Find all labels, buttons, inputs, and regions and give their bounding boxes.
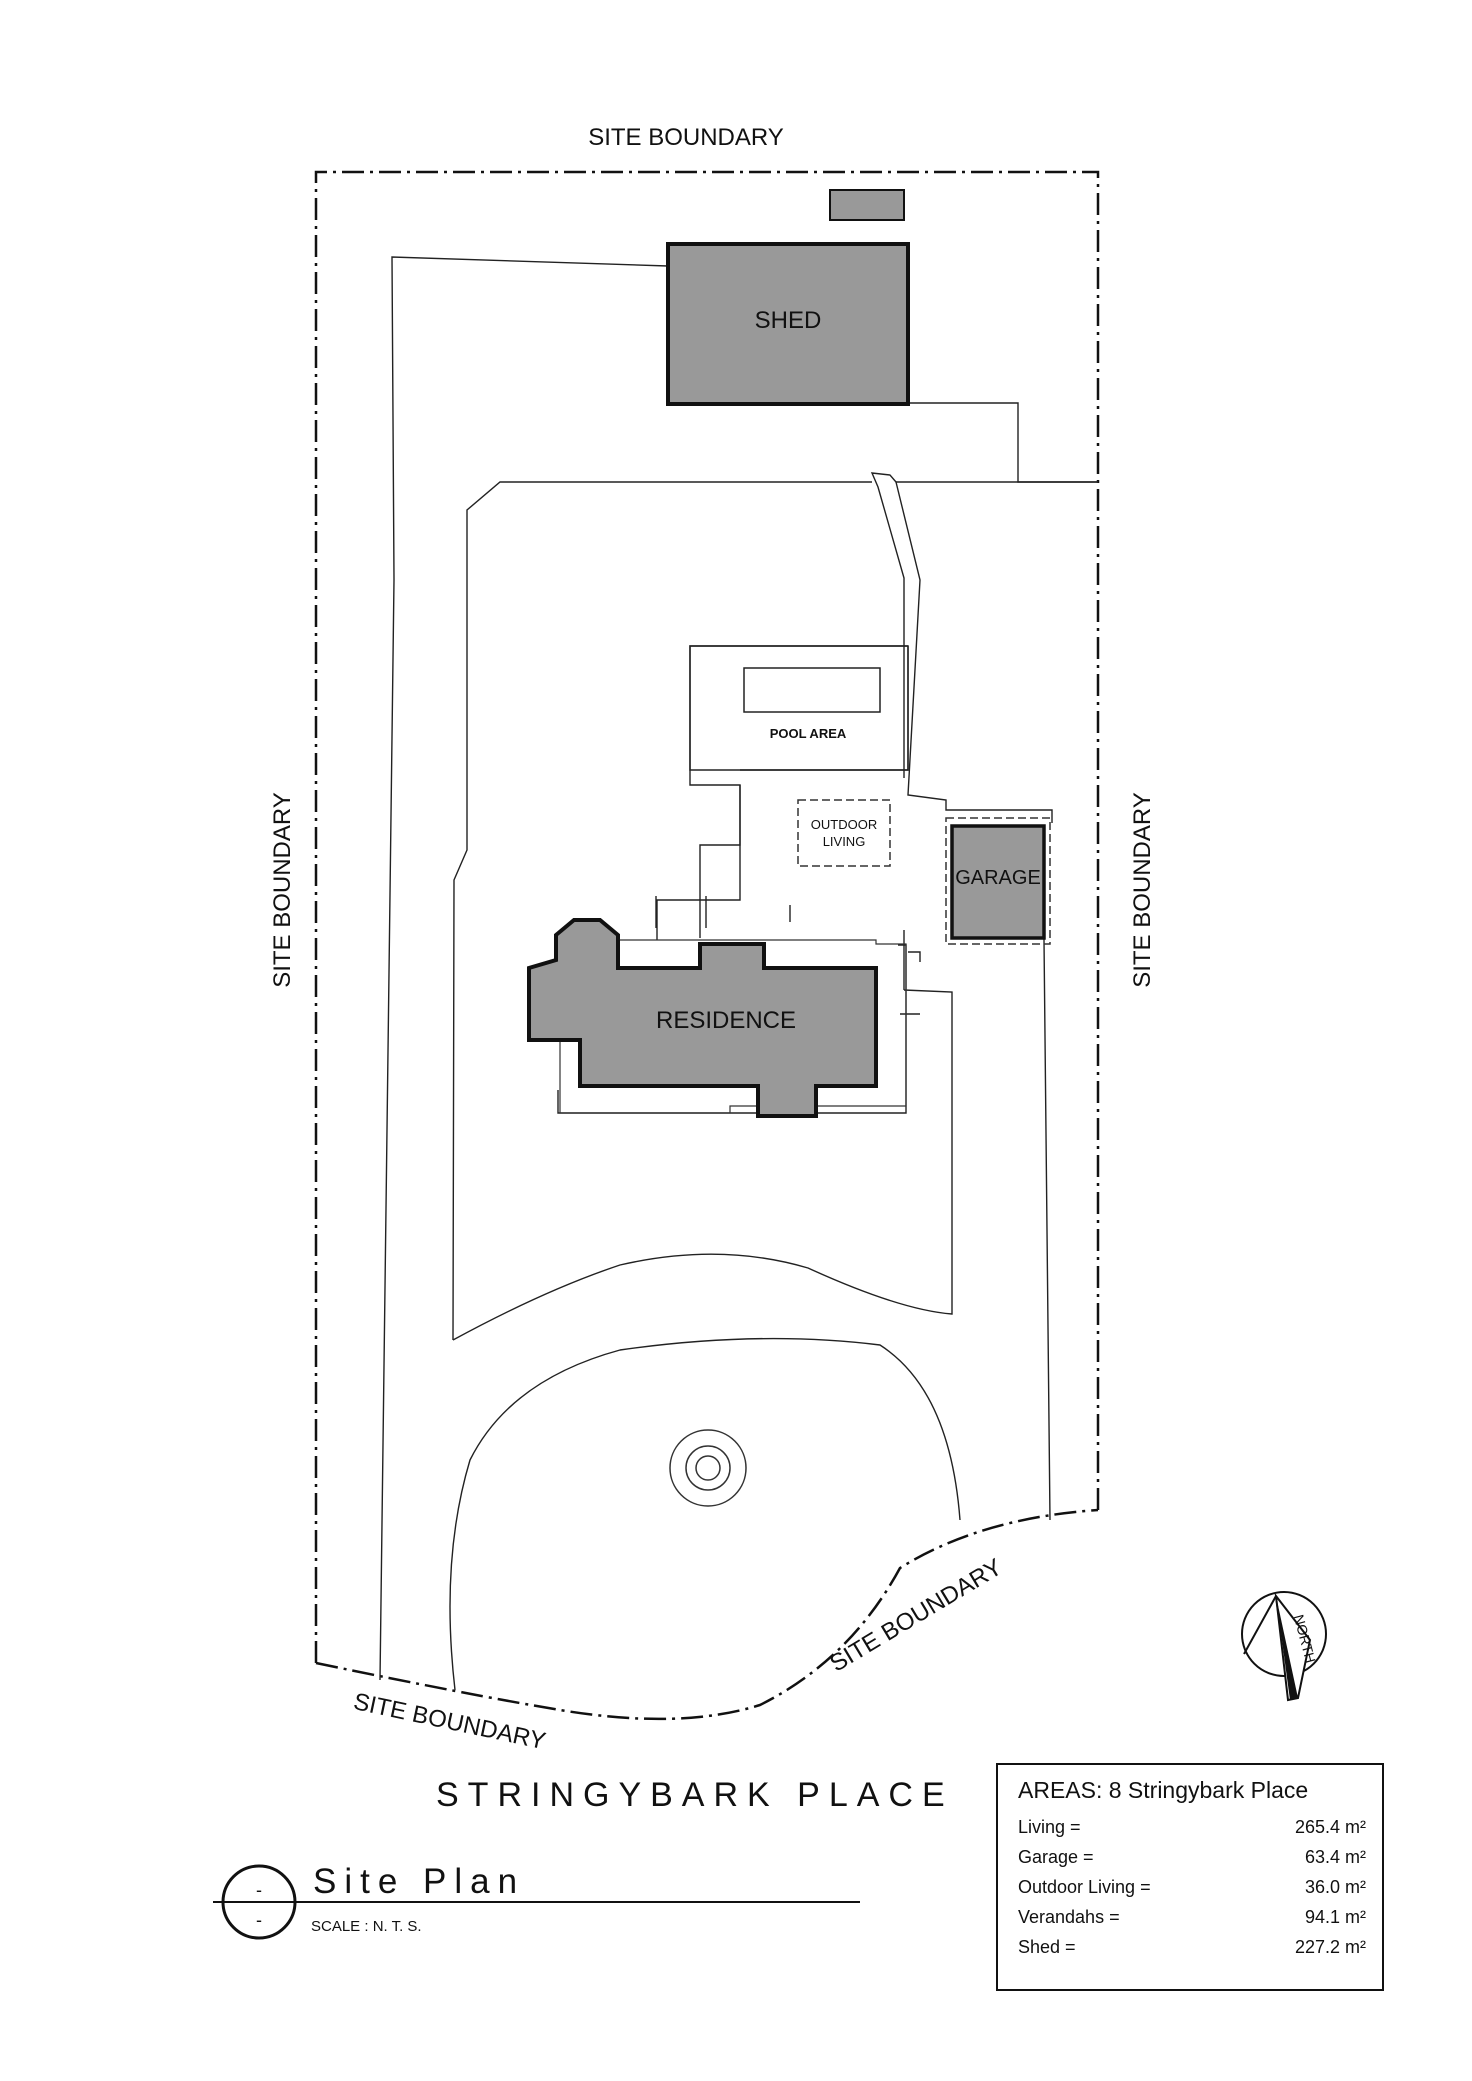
shed-building xyxy=(666,242,910,406)
pool-area-label: POOL AREA xyxy=(770,726,847,741)
boundary-label-left: SITE BOUNDARY xyxy=(269,792,296,988)
outdoor-living-label-1: OUTDOOR xyxy=(811,817,877,832)
area-row-shed: Shed = 227.2 m² xyxy=(1018,1937,1366,1965)
shed-label: SHED xyxy=(755,307,822,334)
symbol-bottom: - xyxy=(256,1910,262,1930)
tree-symbol xyxy=(669,1429,747,1507)
boundary-label-top: SITE BOUNDARY xyxy=(588,124,784,151)
area-row-outdoor-living: Outdoor Living = 36.0 m² xyxy=(1018,1877,1366,1905)
area-row-garage: Garage = 63.4 m² xyxy=(1018,1847,1366,1875)
drawing-scale: SCALE : N. T. S. xyxy=(311,1918,422,1935)
areas-title: AREAS: 8 Stringybark Place xyxy=(1018,1777,1309,1803)
area-label: Garage = xyxy=(1018,1847,1094,1867)
garage-outline xyxy=(945,817,1051,945)
pool xyxy=(743,667,881,713)
road-name: STRINGYBARK PLACE xyxy=(436,1776,954,1814)
garage-building xyxy=(950,824,1046,940)
outdoor-living-area xyxy=(797,799,891,867)
area-value: 265.4 m² xyxy=(1294,1817,1366,1837)
area-value: 227.2 m² xyxy=(1294,1937,1366,1957)
pool-area xyxy=(689,645,909,771)
water-tank xyxy=(829,189,905,221)
area-row-verandahs: Verandahs = 94.1 m² xyxy=(1018,1907,1366,1935)
drawing-title: Site Plan xyxy=(313,1862,526,1901)
title-symbol: - - xyxy=(213,1864,860,1940)
boundary-label-right: SITE BOUNDARY xyxy=(1129,792,1156,988)
boundary-label-bottom-left: SITE BOUNDARY xyxy=(351,1688,548,1755)
residence-building xyxy=(527,918,878,1118)
garage-label: GARAGE xyxy=(955,867,1041,889)
area-value: 36.0 m² xyxy=(1304,1877,1366,1897)
area-label: Outdoor Living = xyxy=(1018,1877,1151,1897)
residence-label: RESIDENCE xyxy=(656,1007,796,1034)
area-label: Verandahs = xyxy=(1018,1907,1120,1927)
area-label: Living = xyxy=(1018,1817,1081,1837)
area-value: 94.1 m² xyxy=(1304,1907,1366,1927)
areas-table: AREAS: 8 Stringybark Place Living = 265.… xyxy=(996,1763,1384,1991)
north-arrow: NORTH xyxy=(1241,1591,1327,1702)
site-boundary xyxy=(314,170,1100,1721)
boundary-label-bottom-right: SITE BOUNDARY xyxy=(825,1554,1007,1678)
outdoor-living-label-2: LIVING xyxy=(823,834,866,849)
pool-area-outline xyxy=(689,645,909,771)
area-row-living: Living = 265.4 m² xyxy=(1018,1817,1366,1845)
driveway-lines xyxy=(379,256,1098,1691)
symbol-top: - xyxy=(256,1880,262,1900)
area-value: 63.4 m² xyxy=(1304,1847,1366,1867)
area-label: Shed = xyxy=(1018,1937,1076,1957)
